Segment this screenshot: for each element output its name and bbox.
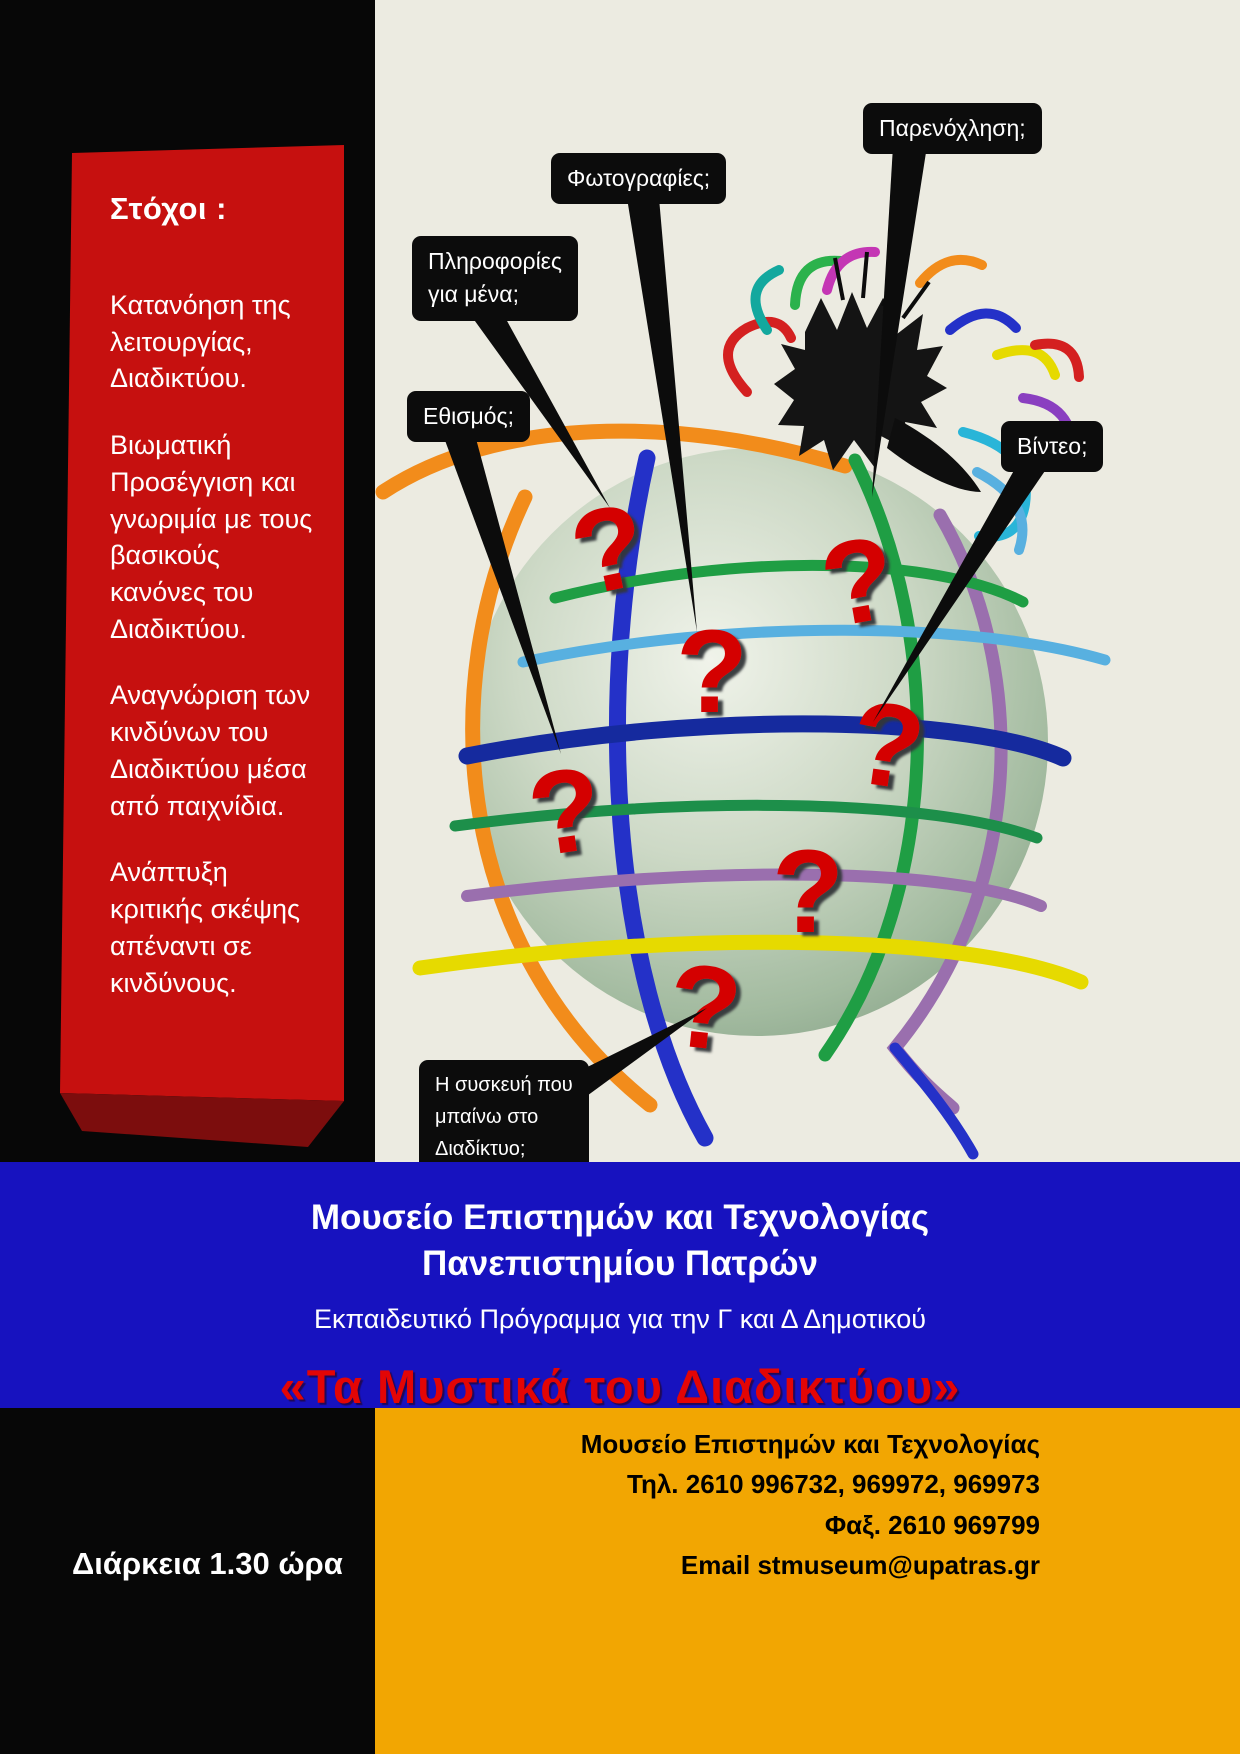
monster-tail xyxy=(887,418,981,492)
contact-email: Email stmuseum@upatras.gr xyxy=(680,1549,1040,1580)
ribbon-shape xyxy=(60,145,344,1147)
callout-photos: Φωτογραφίες; xyxy=(551,153,727,205)
tail-video xyxy=(873,465,1049,722)
footer-contact-panel: Μουσείο Επιστημών και Τεχνολογίας Τηλ. 2… xyxy=(375,1408,1240,1754)
tail-personal-info xyxy=(467,310,610,508)
globe-ribbons xyxy=(375,423,1111,1160)
callout-addiction: Εθισμός; xyxy=(407,391,530,443)
objective-item: Κατανόηση της λειτουργίας, Διαδικτύου. xyxy=(110,290,291,394)
tail-addiction xyxy=(443,435,561,754)
duration-text: Διάρκεια 1.30 ώρα xyxy=(72,1546,343,1581)
tail-device xyxy=(565,1008,707,1112)
objective-item: Ανάπτυξη κριτικής σκέψης απέναντι σε κιν… xyxy=(110,857,301,998)
question-mark: ? xyxy=(772,826,844,958)
question-mark: ? xyxy=(662,939,747,1078)
institution-name-line2: Πανεπιστημίου Πατρών xyxy=(421,1244,819,1283)
institution-band: Μουσείο Επιστημών και Τεχνολογίας Πανεπι… xyxy=(0,1162,1240,1413)
monster-illustration xyxy=(723,246,1084,555)
objective-item: Αναγνώριση των κινδύνων του Διαδικτύου μ… xyxy=(110,680,311,821)
contact-name: Μουσείο Επιστημών και Τεχνολογίας xyxy=(580,1429,1040,1459)
objective-item: Βιωματική Προσέγγιση και γνωριμία με του… xyxy=(110,430,313,644)
contact-phone: Τηλ. 2610 996732, 969972, 969973 xyxy=(627,1469,1040,1500)
ribbon-face xyxy=(60,145,344,1101)
objectives-text: Στόχοι : Κατανόηση της λειτουργίας, Διαδ… xyxy=(110,191,318,1031)
callout-harassment: Παρενόχληση; xyxy=(863,103,1042,155)
footer: Διάρκεια 1.30 ώρα Μουσείο Επιστημών και … xyxy=(0,1408,1240,1754)
illustration-area: ? ? ? ? ? ? ? Παρενόχληση; Φωτογραφίες; … xyxy=(375,0,1240,1174)
globe-illustration: ? ? ? ? ? ? ? xyxy=(375,146,1111,1160)
tail-photos xyxy=(627,198,697,632)
footer-duration-panel: Διάρκεια 1.30 ώρα xyxy=(0,1408,375,1754)
ribbon-depth xyxy=(60,1093,344,1147)
callout-personal-info: Πληροφορίες για μένα; xyxy=(412,236,579,321)
program-title: «Τα Μυστικά του Διαδικτύου» xyxy=(279,1360,961,1413)
objectives-title: Στόχοι : xyxy=(110,191,227,226)
institution-name-line1: Μουσείο Επιστημών και Τεχνολογίας xyxy=(310,1198,930,1237)
contact-fax: Φαξ. 2610 969799 xyxy=(824,1509,1040,1540)
callout-tails xyxy=(443,146,1049,1112)
callout-device: Η συσκευή που μπαίνω στο Διαδίκτυο; xyxy=(419,1060,589,1174)
question-mark: ? xyxy=(676,606,748,738)
program-description: Εκπαιδευτικό Πρόγραμμα για την Γ και Δ Δ… xyxy=(314,1304,926,1334)
tail-harassment xyxy=(872,146,927,497)
callout-video: Βίντεο; xyxy=(1001,421,1104,473)
left-panel: Στόχοι : Κατανόηση της λειτουργίας, Διαδ… xyxy=(0,0,375,1162)
objectives-banner: Στόχοι : Κατανόηση της λειτουργίας, Διαδ… xyxy=(52,143,344,1155)
